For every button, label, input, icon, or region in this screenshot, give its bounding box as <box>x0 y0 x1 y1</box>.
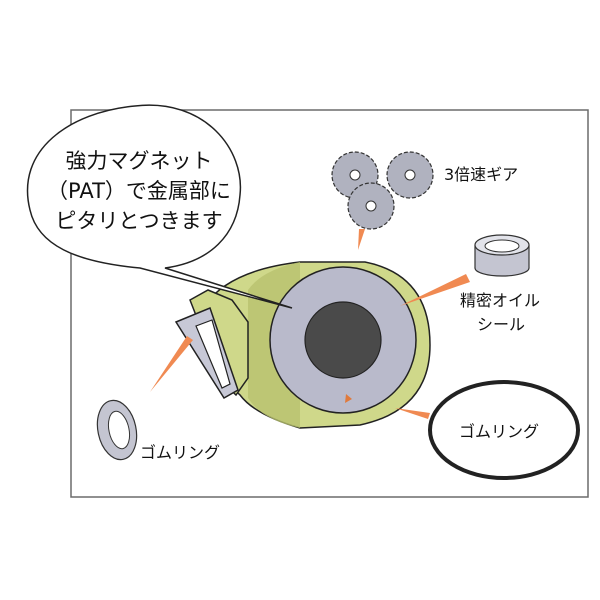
reel-handle <box>174 289 249 400</box>
reel-marker <box>345 394 352 403</box>
callout-line-1: 強力マグネット <box>66 149 213 173</box>
oil-seal-leader <box>400 274 470 306</box>
gear-icon <box>347 182 395 230</box>
leader-lines <box>150 229 470 419</box>
oil-seal-label-line2: シール <box>477 315 525 334</box>
rubber-right-leader <box>395 408 430 419</box>
gear-label: 3倍速ギア <box>444 165 518 184</box>
gear-icon <box>386 151 434 199</box>
callout-line-2: （PAT）で金属部に <box>47 179 231 203</box>
gear-leader <box>358 229 365 250</box>
oil-seal-part <box>474 234 530 277</box>
callout-line-3: ピタリとつきます <box>55 209 222 233</box>
diagram-frame <box>70 109 589 498</box>
rubber-ring-right-label: ゴムリング <box>459 422 539 441</box>
gear-set <box>331 151 434 230</box>
rubber-ring-left-label: ゴムリング <box>140 443 220 462</box>
rubber-left-leader <box>150 336 193 392</box>
o-ring-part <box>428 380 580 480</box>
magnet-core <box>304 301 382 379</box>
oil-seal-label-line1: 精密オイル <box>460 291 540 310</box>
rubber-gasket-part <box>96 399 138 461</box>
magnet-callout-bubble: 強力マグネット （PAT）で金属部に ピタリとつきます <box>26 104 293 309</box>
